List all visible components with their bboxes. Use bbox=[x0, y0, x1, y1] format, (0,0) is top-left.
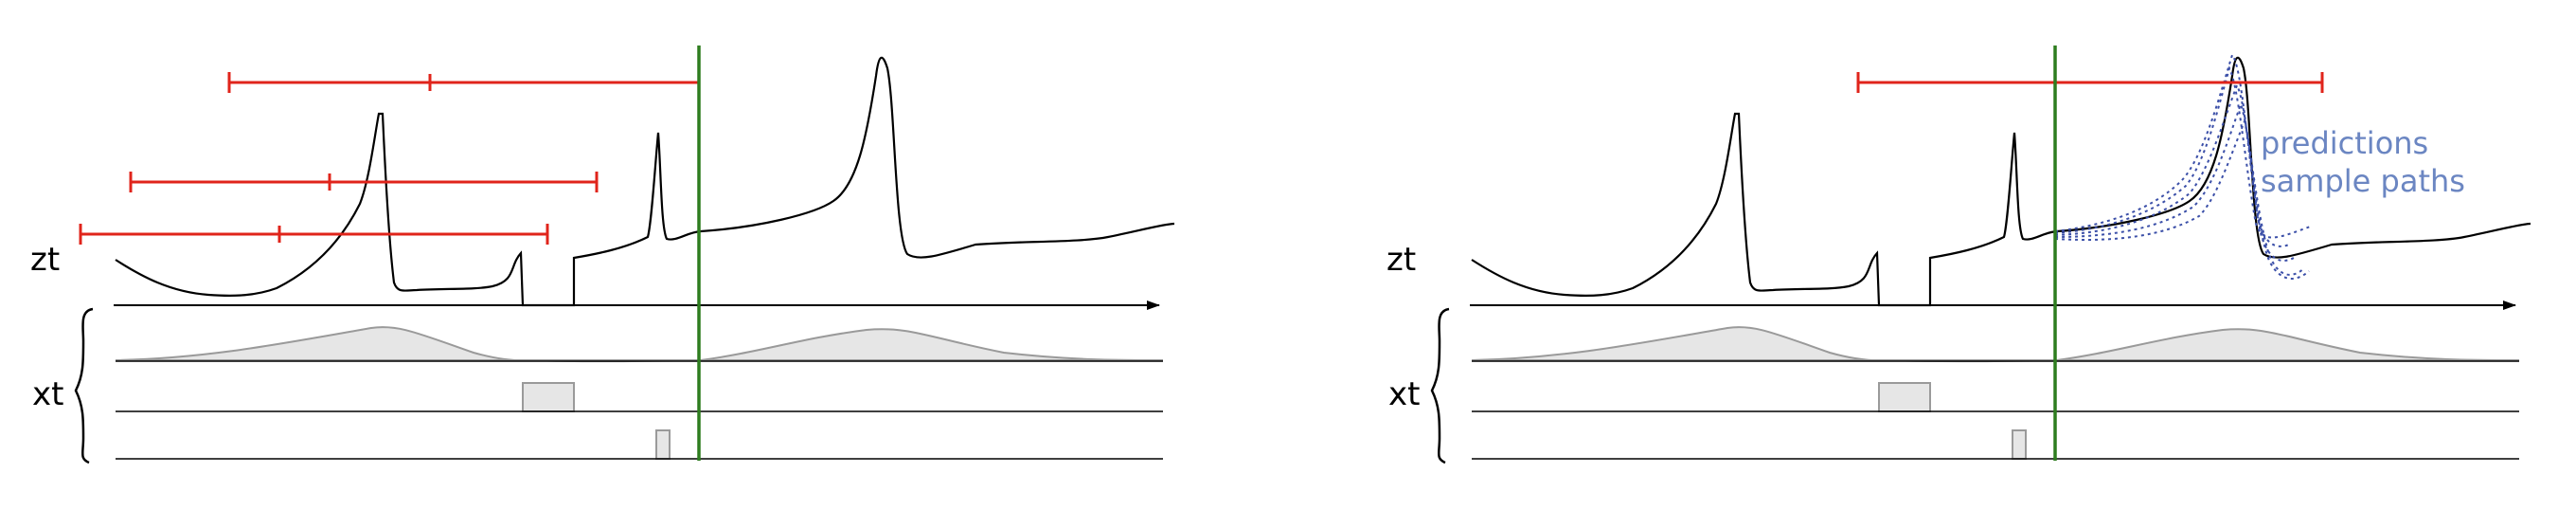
covariate-2-step bbox=[1878, 382, 1931, 412]
context-window-1 bbox=[1856, 72, 2324, 93]
target-series-line bbox=[115, 56, 1175, 307]
context-window-2 bbox=[129, 172, 599, 192]
covariate-series-label: xt bbox=[1388, 375, 1420, 413]
covariate-3-spike bbox=[2012, 429, 2027, 460]
panel-right: zt xt predictions sample pat bbox=[1386, 46, 2531, 464]
context-window-3 bbox=[79, 224, 549, 245]
covariate-3-spike bbox=[655, 429, 671, 460]
context-window-1 bbox=[227, 72, 701, 93]
target-series-line bbox=[1471, 56, 2531, 307]
covariate-brace bbox=[1430, 307, 1450, 464]
covariate-1-bumps bbox=[115, 326, 1164, 363]
covariate-2-step bbox=[522, 382, 575, 412]
sample-path-5 bbox=[2054, 118, 2310, 280]
legend-predictions: predictions bbox=[2261, 125, 2428, 161]
sample-path-1 bbox=[2054, 52, 2290, 247]
covariate-1-bumps bbox=[1471, 326, 2520, 363]
covariate-series-label: xt bbox=[32, 375, 63, 413]
sample-path-2 bbox=[2054, 82, 2295, 262]
panel-left: zt xt bbox=[30, 46, 1175, 464]
target-series-label: zt bbox=[1386, 241, 1416, 279]
covariate-brace bbox=[74, 307, 94, 464]
legend-sample-paths: sample paths bbox=[2261, 163, 2465, 199]
target-series-label: zt bbox=[30, 241, 60, 279]
prediction-sample-paths bbox=[2054, 52, 2314, 280]
